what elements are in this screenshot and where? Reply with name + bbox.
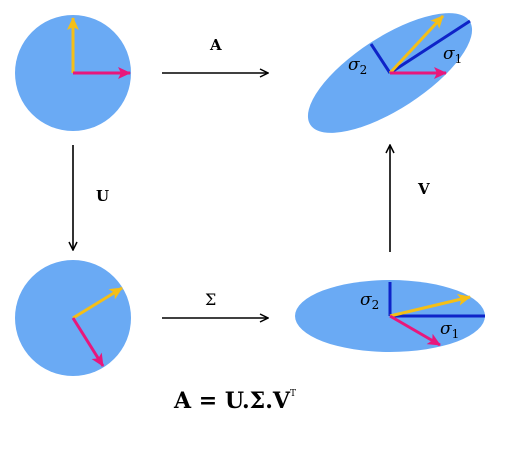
final-vector-yellow bbox=[388, 14, 445, 75]
final-axis-sigma2 bbox=[369, 43, 392, 74]
scaled-vector-magenta bbox=[389, 314, 441, 347]
svd-formula: A = U.Σ.VT bbox=[0, 388, 470, 414]
formula-main: A = U.Σ.V bbox=[174, 388, 290, 414]
scaled-vector-yellow bbox=[389, 293, 471, 318]
label-sigma1-bottom: σ1 bbox=[440, 319, 459, 341]
formula-superscript: T bbox=[289, 389, 296, 399]
label-sigma1-top: σ1 bbox=[443, 44, 462, 66]
final-ellipse-group bbox=[307, 13, 473, 133]
label-a: A bbox=[209, 36, 222, 54]
label-u: U bbox=[96, 187, 109, 205]
rotated-vector-yellow bbox=[72, 286, 123, 320]
label-sigma: Σ bbox=[205, 290, 216, 309]
label-sigma2-bottom: σ2 bbox=[360, 290, 379, 312]
original-circle-group bbox=[15, 15, 131, 131]
label-sigma2-top: σ2 bbox=[348, 55, 367, 77]
scaled-ellipse-group bbox=[295, 280, 485, 352]
label-v: V bbox=[417, 180, 430, 198]
final-ellipse bbox=[307, 13, 473, 133]
final-axis-sigma1 bbox=[389, 19, 471, 75]
rotated-vector-magenta bbox=[71, 317, 105, 367]
rotated-circle-group bbox=[15, 260, 131, 376]
